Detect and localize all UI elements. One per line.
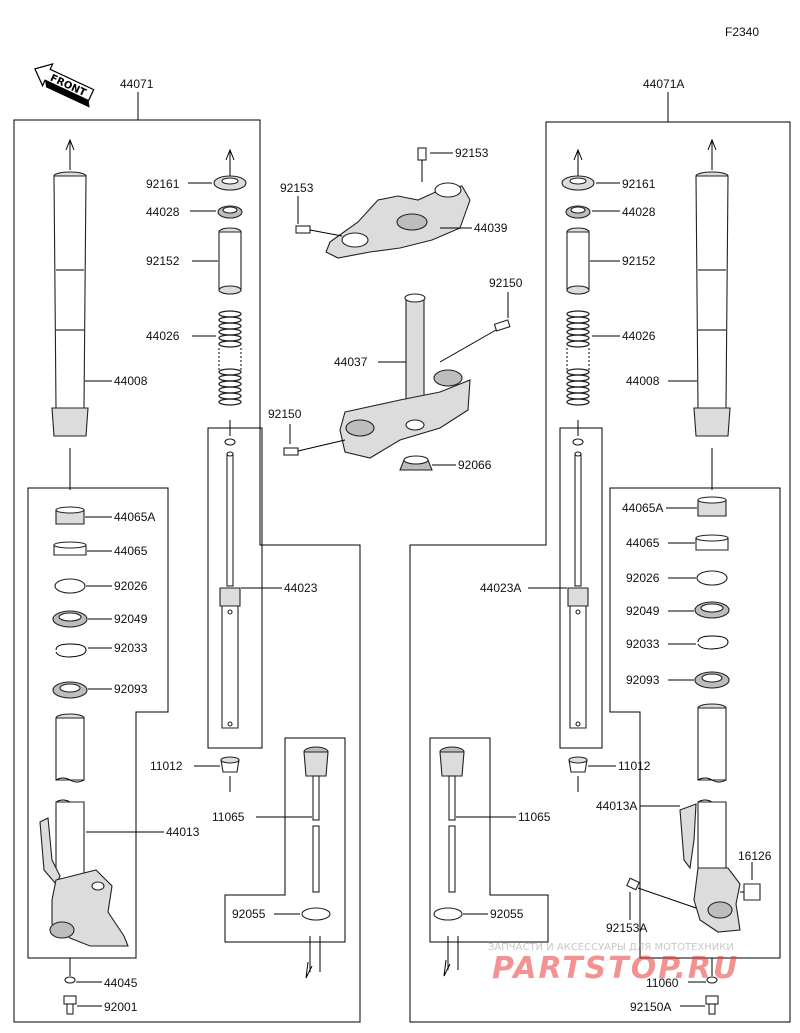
assembly-label-left: 44071: [120, 77, 154, 91]
spring-44026-right: [566, 310, 590, 406]
damper-cartridge-44023A-right: [567, 420, 589, 729]
label-92055-right: 92055: [490, 907, 524, 921]
label-92152-right: 92152: [622, 254, 656, 268]
label-44026-right: 44026: [622, 329, 656, 343]
bolt-92150-left: [283, 439, 346, 456]
spring-seat-44028-left: [217, 205, 243, 219]
cap-bolt-11065-right: [439, 746, 465, 893]
label-92026-left: 92026: [114, 579, 148, 593]
label-92152-left: 92152: [146, 254, 180, 268]
label-44028-left: 44028: [146, 205, 180, 219]
label-11060-right: 11060: [646, 976, 679, 990]
label-44065-left: 44065: [114, 544, 148, 558]
label-11065-right: 11065: [518, 810, 551, 824]
label-44039: 44039: [474, 221, 508, 235]
label-92093-left: 92093: [114, 682, 148, 696]
bolt-92153-top: [417, 147, 427, 182]
washer-44045-left: [64, 976, 76, 984]
label-44013-left: 44013: [166, 825, 200, 839]
label-44065A-right: 44065A: [622, 501, 663, 515]
label-44045-left: 44045: [104, 976, 138, 990]
label-44065A-left: 44065A: [114, 510, 155, 524]
assembly-label-right: 44071A: [643, 77, 684, 91]
label-92093-right: 92093: [626, 673, 660, 687]
label-44028-right: 44028: [622, 205, 656, 219]
o-ring-92055-left: [301, 907, 331, 921]
collar-92152-left: [218, 227, 242, 295]
label-92033-left: 92033: [114, 641, 148, 655]
label-11012-right: 11012: [618, 759, 651, 773]
label-92153-top: 92153: [455, 146, 489, 160]
label-92026-right: 92026: [626, 571, 660, 585]
label-92161-left: 92161: [146, 177, 180, 191]
cap-bolt-11065-left: [303, 746, 329, 893]
bolt-92001-left: [63, 995, 77, 1015]
damper-cartridge-44023-left: [219, 420, 241, 729]
watermark-tagline: ЗАПЧАСТИ И АКСЕССУАРЫ ДЛЯ МОТОТЕХНИКИ: [488, 942, 734, 953]
cap-washer-92161-left: [213, 148, 247, 191]
spring-44026-left: [218, 310, 242, 406]
bushing-44065A-right: [697, 496, 727, 517]
label-44008-right: 44008: [626, 374, 660, 388]
dust-seal-92093-right: [694, 671, 730, 689]
washer-92026-left: [54, 578, 86, 594]
label-44023-left: 44023: [284, 581, 318, 595]
label-92001-left: 92001: [104, 1000, 138, 1014]
label-92153A-right: 92153A: [606, 921, 647, 935]
outer-tube-right: [693, 138, 731, 437]
stem-nut-92066: [399, 455, 433, 471]
circlip-92033-left: [55, 643, 87, 658]
cap-11012-left: [220, 756, 240, 773]
sensor-16126-right: [740, 862, 761, 901]
bushing-44065-left: [53, 541, 87, 556]
watermark-brand: PARTSTOP.RU: [492, 951, 739, 986]
front-arrow-icon: FRONT: [34, 62, 95, 108]
label-92055-left: 92055: [232, 907, 266, 921]
inner-tube-axle-bracket-left: [39, 713, 129, 947]
bushing-44065-right: [695, 534, 729, 551]
outer-tube-left: [51, 138, 89, 437]
figure-code: F2340: [725, 25, 759, 39]
label-92150-left: 92150: [268, 407, 302, 421]
label-92033-right: 92033: [626, 637, 660, 651]
circlip-92033-right: [697, 635, 729, 650]
label-44037: 44037: [334, 355, 368, 369]
collar-92152-right: [566, 227, 590, 295]
label-11012-left: 11012: [150, 759, 183, 773]
label-11065-left: 11065: [212, 810, 245, 824]
label-92153-left: 92153: [280, 181, 314, 195]
dust-seal-92093-left: [52, 681, 88, 699]
washer-92026-right: [696, 570, 728, 586]
inner-tube-axle-bracket-right: [679, 703, 741, 933]
label-44013A-right: 44013A: [596, 799, 637, 813]
label-16126-right: 16126: [738, 849, 772, 863]
steering-stem: [339, 293, 471, 459]
label-44008-left: 44008: [114, 374, 148, 388]
label-92150A-right: 92150A: [630, 1000, 671, 1014]
label-92049-left: 92049: [114, 612, 148, 626]
label-44023A-right: 44023A: [480, 581, 521, 595]
spring-seat-44028-right: [565, 205, 591, 219]
label-92049-right: 92049: [626, 604, 660, 618]
label-44065-right: 44065: [626, 536, 660, 550]
label-92150-top: 92150: [489, 276, 523, 290]
bushing-44065A-left: [55, 506, 85, 525]
washer-11060-right: [706, 976, 718, 984]
cap-11012-right: [568, 756, 588, 773]
bolt-92153A-right: [626, 877, 697, 909]
oil-seal-92049-right: [694, 601, 730, 619]
bolt-92150-top: [439, 319, 511, 363]
cap-washer-92161-right: [561, 148, 595, 191]
oil-seal-92049-left: [52, 610, 88, 628]
o-ring-92055-right: [433, 907, 463, 921]
label-44026-left: 44026: [146, 329, 180, 343]
watermark-logo: ЗАПЧАСТИ И АКСЕССУАРЫ ДЛЯ МОТОТЕХНИКИ PA…: [488, 942, 739, 986]
upper-triple-clamp: [325, 182, 471, 259]
label-92066: 92066: [458, 458, 492, 472]
bolt-92153-left: [295, 225, 343, 237]
bolt-92150A-right: [705, 995, 719, 1015]
label-92161-right: 92161: [622, 177, 656, 191]
